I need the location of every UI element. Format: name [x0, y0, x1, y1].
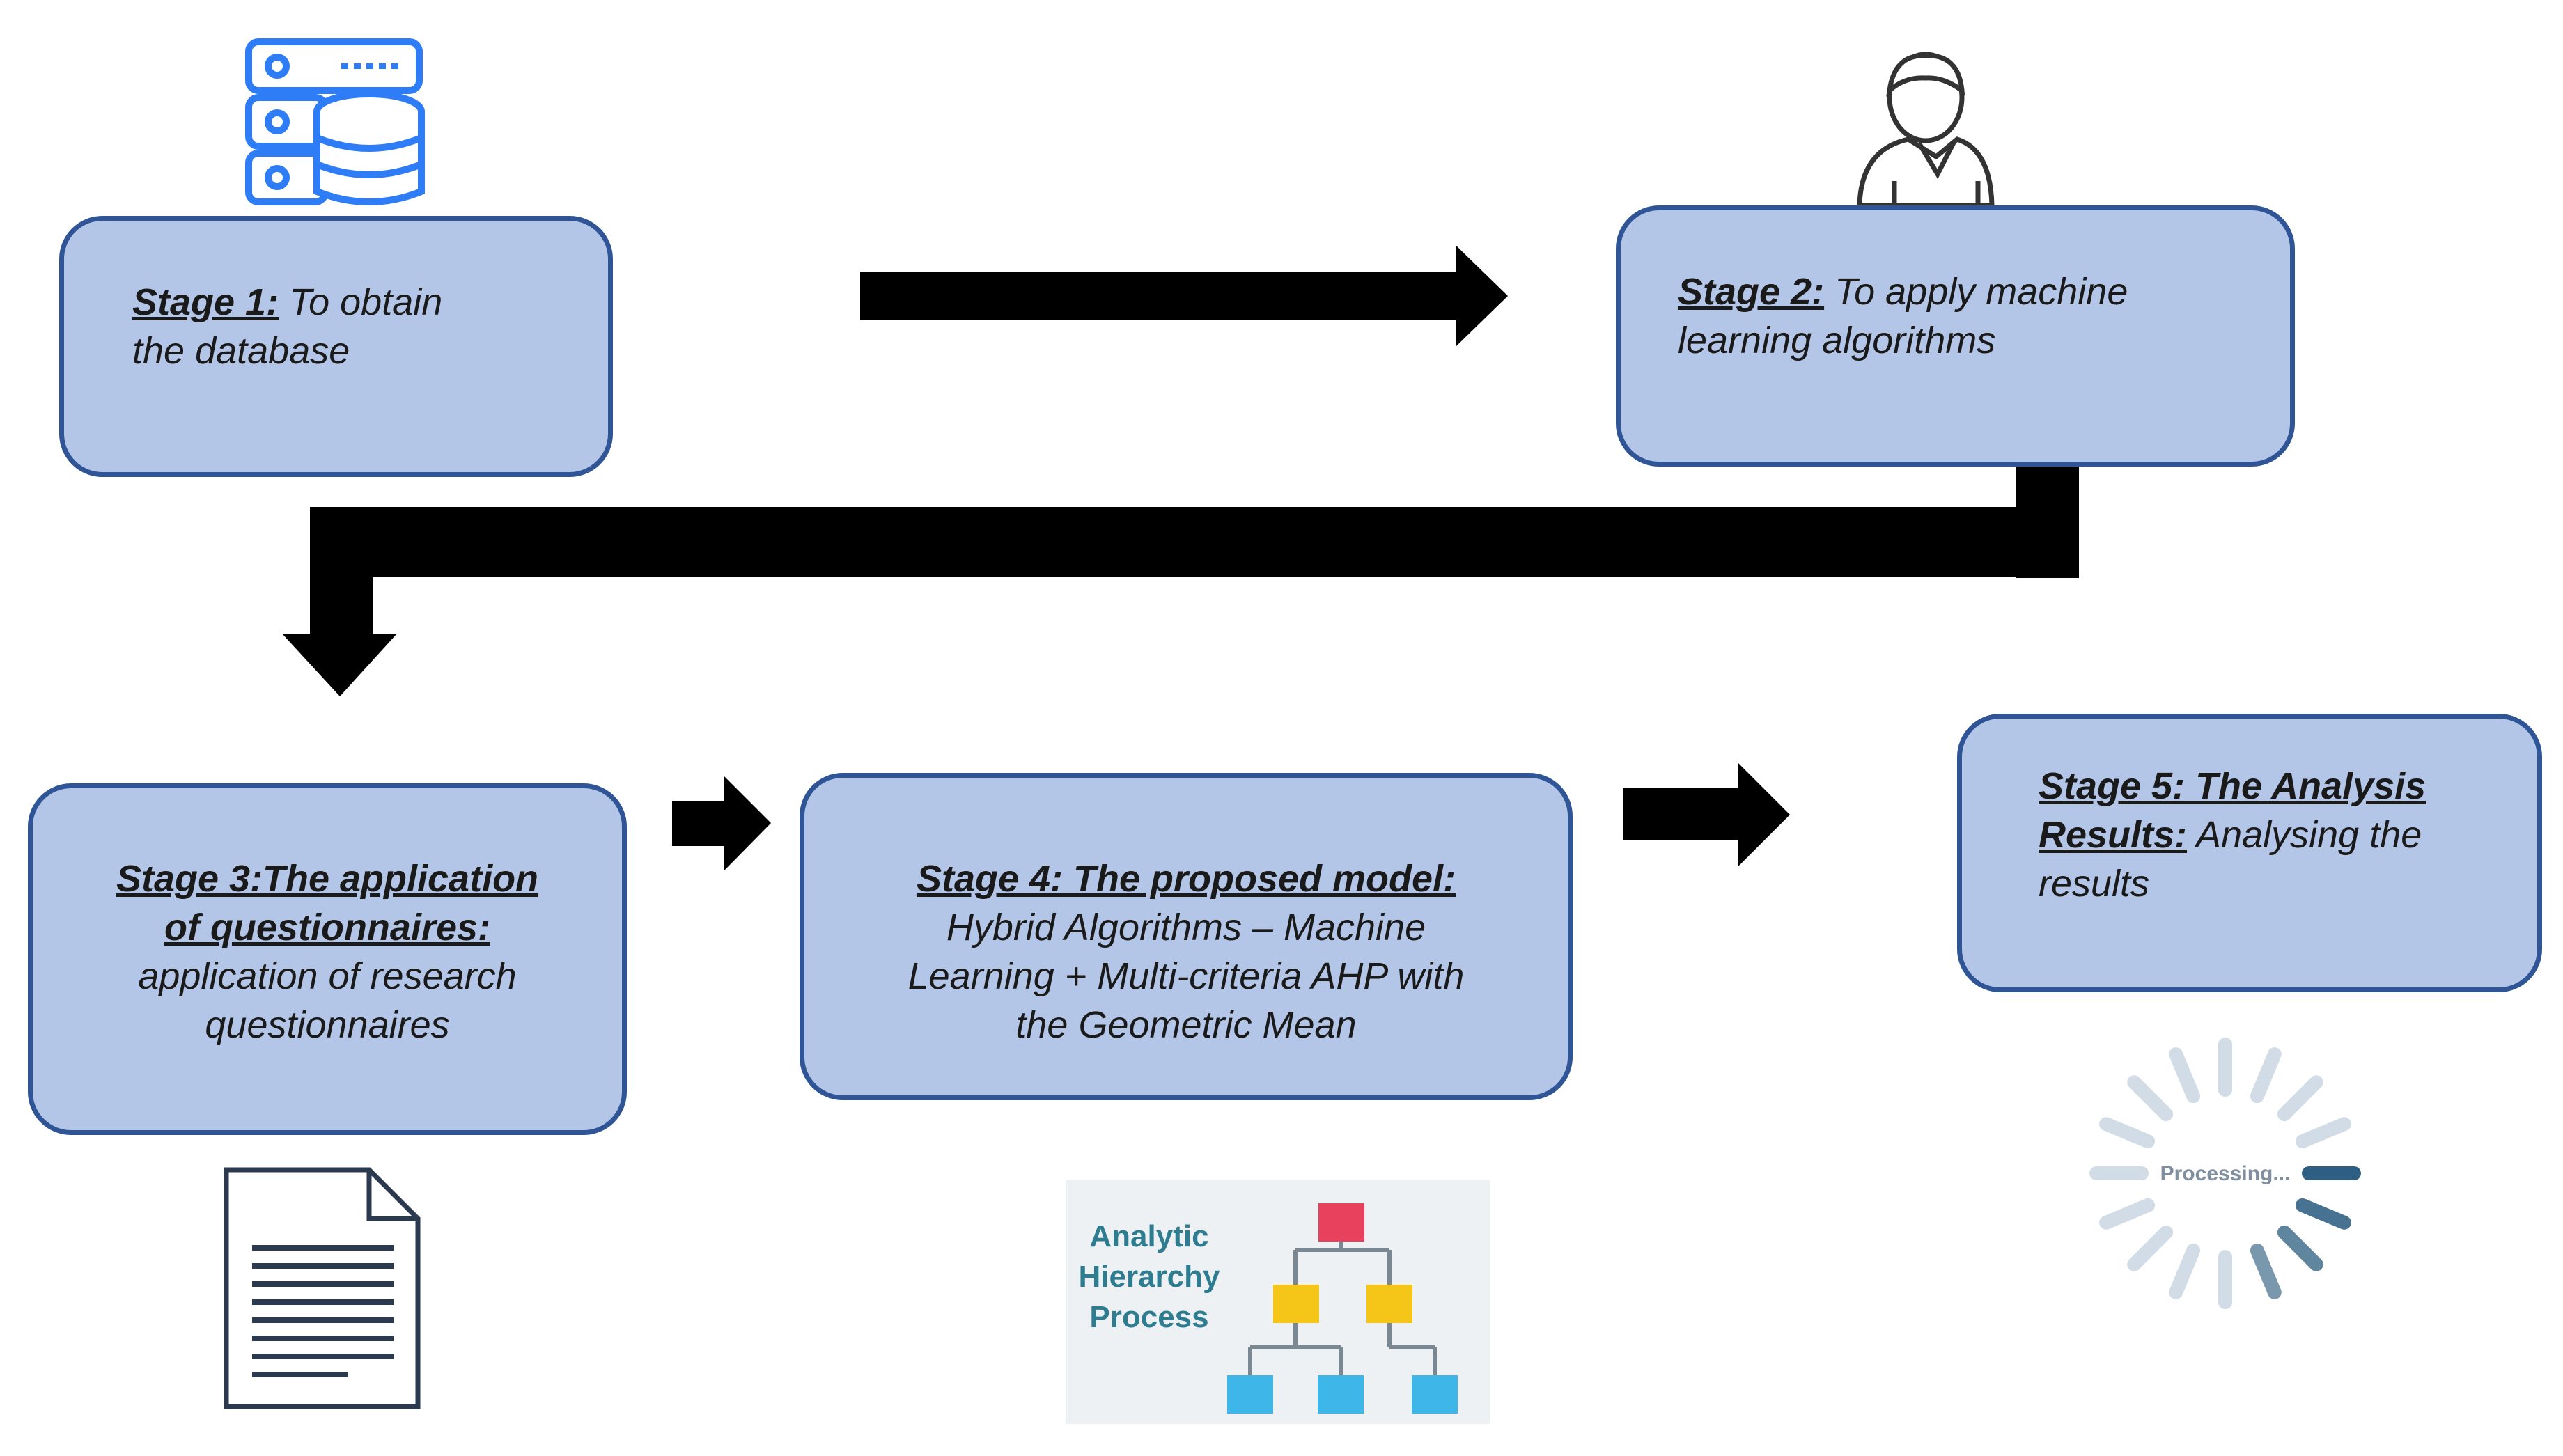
stage2-box: Stage 2: To apply machine learning algor…: [1616, 205, 2295, 467]
spinner-segment: [2099, 1198, 2156, 1230]
stage3-body-line2: questionnaires: [205, 1004, 450, 1046]
spinner-segment: [2250, 1243, 2282, 1299]
stage2-text: Stage 2: To apply machine learning algor…: [1678, 267, 2248, 365]
stage4-box: Stage 4: The proposed model: Hybrid Algo…: [800, 773, 1573, 1100]
arrow-stage3-to-stage4: [672, 776, 771, 870]
ahp-hierarchy-icon: Analytic Hierarchy Process: [1066, 1180, 1490, 1424]
spinner-segment: [2169, 1047, 2201, 1104]
stage4-body-line1: Hybrid Algorithms – Machine: [946, 907, 1426, 948]
stage5-box: Stage 5: The Analysis Results: Analysing…: [1957, 714, 2542, 992]
spinner-segment: [2295, 1117, 2351, 1149]
stage1-title: Stage 1:: [132, 281, 279, 323]
stage1-line2: the database: [132, 330, 350, 372]
ahp-line3: Process: [1089, 1300, 1208, 1334]
stage3-body-line1: application of research: [138, 955, 517, 997]
stage3-title-line2: of questionnaires:: [164, 907, 491, 948]
user-icon: [1857, 52, 1995, 208]
stage2-line2: learning algorithms: [1678, 320, 1996, 361]
stage4-body-line2: Learning + Multi-criteria AHP with: [907, 955, 1465, 997]
stage4-body-line3: the Geometric Mean: [1015, 1004, 1357, 1046]
spinner-segment: [2169, 1243, 2201, 1299]
spinner-segment: [2250, 1047, 2282, 1104]
spinner-segment: [2295, 1198, 2351, 1230]
stage5-title-line2: Results:: [2039, 814, 2188, 856]
arrow-stage2-to-stage3: [282, 453, 2079, 696]
stage4-title: Stage 4: The proposed model:: [916, 858, 1456, 900]
stage5-title-line1: Stage 5: The Analysis: [2039, 765, 2426, 807]
spinner-segment: [2127, 1225, 2174, 1271]
stage3-title-line1: Stage 3:The application: [116, 858, 539, 900]
stage3-box: Stage 3:The application of questionnaire…: [28, 783, 627, 1135]
document-icon: [224, 1167, 421, 1409]
arrow-stage4-to-stage5: [1623, 762, 1790, 867]
stage1-box: Stage 1: To obtain the database: [59, 216, 613, 477]
processing-spinner-icon: [2089, 1038, 2361, 1309]
spinner-segment: [2099, 1117, 2156, 1149]
arrow-stage1-to-stage2: [860, 245, 1508, 347]
spinner-segment: [2127, 1075, 2174, 1122]
stage2-line1: To apply machine: [1824, 271, 2128, 313]
stage1-line1: To obtain: [279, 281, 443, 323]
ahp-line2: Hierarchy: [1078, 1260, 1220, 1294]
stage2-title: Stage 2:: [1678, 271, 1825, 313]
processing-label: Processing...: [2160, 1162, 2291, 1185]
stage5-body-line2: results: [2039, 863, 2150, 905]
spinner-segment: [2277, 1225, 2323, 1271]
stage5-body-line1: Analysing the: [2187, 814, 2422, 856]
ahp-line1: Analytic: [1089, 1219, 1208, 1253]
stage1-text: Stage 1: To obtain the database: [132, 278, 608, 375]
spinner-segment: [2277, 1075, 2323, 1122]
database-server-icon: [245, 38, 425, 205]
